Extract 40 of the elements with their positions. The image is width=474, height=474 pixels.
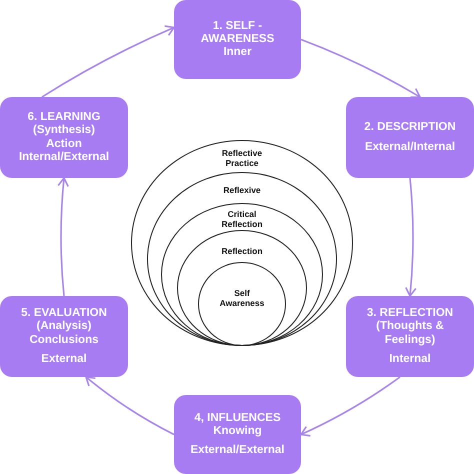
- stage-box: [174, 395, 301, 474]
- stage-text: Action: [46, 138, 82, 151]
- nested-ellipse: [147, 172, 337, 346]
- level-label: Reflection: [220, 247, 264, 257]
- stage-text: Conclusions: [29, 334, 98, 347]
- stage-box: [0, 97, 128, 178]
- stage-text: 6. LEARNING: [28, 111, 100, 124]
- level-label: Self Awareness: [218, 289, 266, 309]
- level-label: Reflexive: [222, 186, 262, 196]
- cycle-arrow: [300, 38, 421, 98]
- stage-box: [346, 97, 474, 178]
- stage-text: Internal/External: [18, 150, 110, 164]
- nested-ellipse: [177, 230, 307, 346]
- stage-box: [174, 0, 301, 79]
- stage-text: Knowing: [213, 424, 262, 438]
- stage-text: (Thoughts & Feelings): [375, 320, 445, 347]
- stage-box: [0, 296, 128, 377]
- stage-text: 4, INFLUENCES: [194, 412, 281, 425]
- stage-text: (Analysis): [36, 320, 92, 334]
- nested-ellipse: [198, 262, 286, 346]
- stage-text: External: [41, 352, 87, 366]
- stage-text: (Synthesis): [33, 124, 95, 138]
- nested-ellipse: [131, 140, 353, 346]
- cycle-arrow: [300, 376, 400, 436]
- cycle-arrow: [42, 25, 175, 98]
- stage-text: 2. DESCRIPTION: [364, 121, 456, 134]
- stage-text: 1. SELF - AWARENESS: [200, 20, 276, 46]
- stage-box: [346, 296, 474, 377]
- cycle-arrow: [57, 177, 70, 296]
- nested-ellipse: [161, 203, 323, 346]
- level-label: Reflective Practice: [220, 149, 264, 169]
- stage-text: Inner: [223, 46, 252, 60]
- stage-text: External/External: [190, 444, 284, 458]
- stage-text: 3. REFLECTION: [366, 307, 454, 320]
- stage-text: 5. EVALUATION: [21, 307, 107, 320]
- stage-text: External/Internal: [364, 140, 456, 154]
- cycle-arrow: [404, 178, 417, 297]
- stage-text: Internal: [389, 352, 431, 366]
- cycle-arrow: [85, 376, 174, 436]
- level-label: Critical Reflection: [220, 210, 264, 230]
